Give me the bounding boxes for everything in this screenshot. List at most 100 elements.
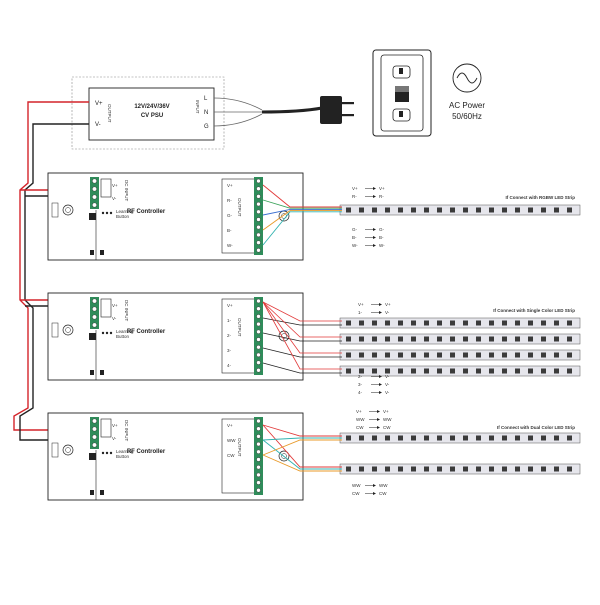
terminal-screw <box>256 306 261 311</box>
map-arrowhead <box>379 311 382 314</box>
led-chip <box>528 320 533 326</box>
led-chip <box>346 466 351 472</box>
ac-cable <box>213 96 354 127</box>
dc-vminus-label: V- <box>112 436 117 441</box>
led-chip <box>567 435 572 441</box>
led-chip <box>372 368 377 374</box>
map-to: G- <box>379 227 385 232</box>
strip-body <box>339 204 581 216</box>
terminal-screw <box>256 434 261 439</box>
led-chip <box>554 320 559 326</box>
led-chip <box>385 320 390 326</box>
terminal-screw <box>92 426 97 432</box>
terminal-screw <box>256 232 261 238</box>
psu-title-1: 12V/24V/36V <box>134 104 169 110</box>
map-from: V+ <box>358 302 364 307</box>
led-chip <box>476 368 481 374</box>
controller-box <box>47 412 304 501</box>
led-chip <box>411 368 416 374</box>
led-chip <box>437 207 442 213</box>
learning-label: Learning <box>116 209 134 214</box>
led-dot <box>109 211 113 215</box>
strip-title-single: If Connect with Single Color LED Strip <box>493 308 575 313</box>
wire-single-vplus <box>262 301 342 322</box>
led-chip <box>541 320 546 326</box>
led-chip <box>398 368 403 374</box>
led-chip <box>398 207 403 213</box>
psu-vplus-label: V+ <box>95 101 103 107</box>
led-chip <box>515 466 520 472</box>
trunk-wires <box>13 101 91 441</box>
output-label-5: W- <box>227 243 233 248</box>
wire-single-neg <box>262 317 342 326</box>
led-chip <box>463 368 468 374</box>
led-chip <box>372 435 377 441</box>
led-chip <box>385 368 390 374</box>
switch <box>90 370 94 375</box>
led-chip <box>450 466 455 472</box>
led-chip <box>541 207 546 213</box>
psu-input-label: INPUT <box>195 100 200 114</box>
led-chip <box>398 336 403 342</box>
dc-vplus-label: V+ <box>112 183 118 188</box>
output-terminal <box>254 417 263 495</box>
map-to: V- <box>385 390 390 395</box>
led-chip <box>502 368 507 374</box>
led-chip <box>385 352 390 358</box>
led-chip <box>424 320 429 326</box>
led-chip <box>372 336 377 342</box>
led-chip <box>346 336 351 342</box>
terminal-screw <box>92 298 97 304</box>
led-chip <box>424 207 429 213</box>
strip-single-3 <box>339 349 581 361</box>
map-to: V+ <box>385 302 391 307</box>
mount-hole-inner <box>65 447 71 453</box>
learning-label: Learning <box>116 329 134 334</box>
led-chip <box>489 466 494 472</box>
switch <box>90 250 94 255</box>
antenna-slot <box>51 322 59 338</box>
led-chip <box>437 368 442 374</box>
terminal-screw <box>256 465 261 470</box>
terminal-screw <box>256 418 261 424</box>
led-dot <box>101 331 105 335</box>
terminal-screw <box>256 217 261 222</box>
led-chip <box>515 207 520 213</box>
learning-label: Learning <box>116 449 134 454</box>
output-label: OUTPUT <box>237 198 242 217</box>
led-chip <box>515 368 520 374</box>
led-dot <box>105 451 109 455</box>
led-chip <box>450 320 455 326</box>
terminal-screw <box>256 457 261 462</box>
map-arrowhead <box>377 410 380 413</box>
terminal-screw <box>92 186 97 192</box>
output-label-1: V+ <box>227 303 233 308</box>
led-chip <box>346 368 351 374</box>
led-dot <box>109 331 113 335</box>
led-dot <box>101 451 105 455</box>
map-rgbw-top: V+V+R-R- <box>352 186 385 199</box>
led-chip <box>450 336 455 342</box>
output-label: OUTPUT <box>237 438 242 457</box>
terminal-screw <box>92 442 97 448</box>
wall-outlet <box>372 49 432 137</box>
map-arrowhead <box>373 228 376 231</box>
switch <box>100 250 104 255</box>
led-dot <box>105 211 109 215</box>
led-chip <box>359 466 364 472</box>
map-arrowhead <box>379 303 382 306</box>
controller-name: RF Controller <box>127 449 166 455</box>
led-chip <box>541 368 546 374</box>
led-chip <box>398 320 403 326</box>
map-single-bottom: 2-V-3-V-4-V- <box>358 374 390 395</box>
led-chip <box>450 435 455 441</box>
psu-g-label: G <box>204 124 209 130</box>
led-chip <box>502 435 507 441</box>
output-label-5: 4- <box>227 363 232 368</box>
led-chip <box>437 466 442 472</box>
terminal-screw <box>256 240 261 245</box>
led-chip <box>476 352 481 358</box>
led-chip <box>476 320 481 326</box>
map-from: 4- <box>358 390 363 395</box>
